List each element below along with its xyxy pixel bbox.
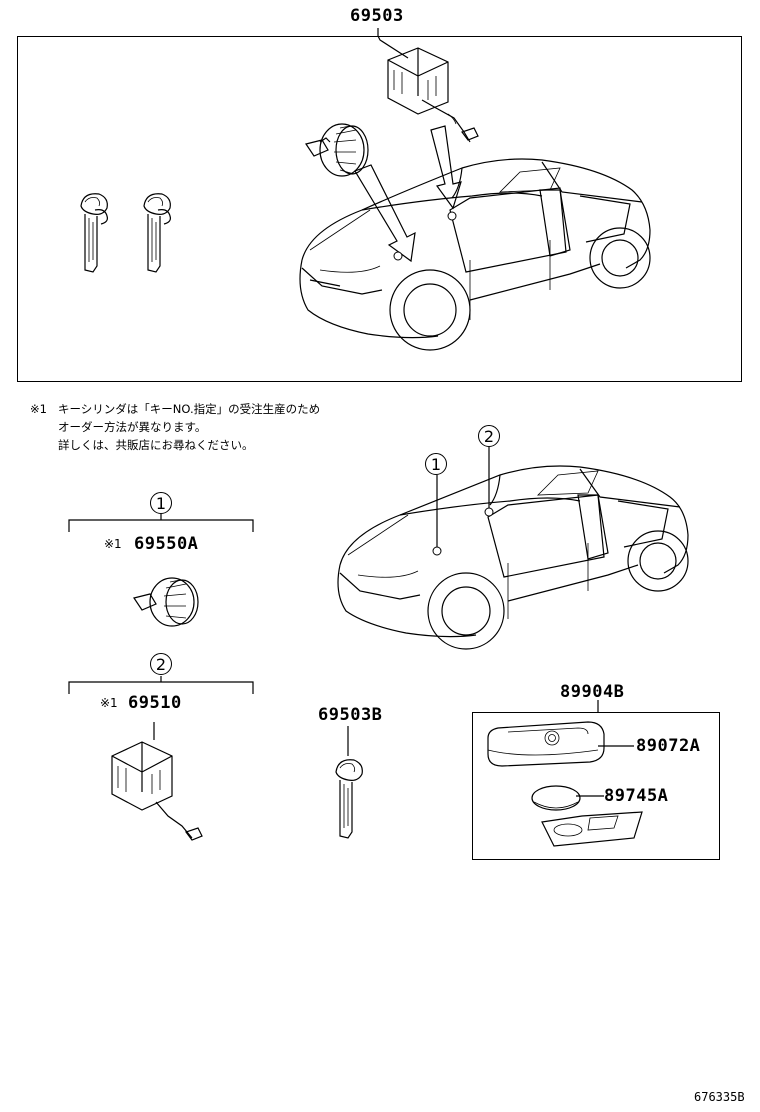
part-number-89745A: 89745A bbox=[604, 786, 669, 806]
callout-1-car: 1 bbox=[425, 453, 447, 475]
battery-leader bbox=[576, 795, 604, 797]
note-mark: ※1 bbox=[30, 402, 47, 416]
callout-2-car: 2 bbox=[478, 425, 500, 447]
key-icon bbox=[80, 193, 108, 273]
key-blank-icon bbox=[335, 726, 363, 839]
group-1-bracket bbox=[68, 514, 254, 532]
part-number-89072A: 89072A bbox=[636, 736, 701, 756]
arrow-to-door-icon bbox=[354, 164, 416, 263]
battery-icon bbox=[531, 785, 581, 811]
ignition-switch-icon bbox=[387, 47, 479, 143]
note-line-3: 詳しくは、共販店にお尋ねください。 bbox=[58, 438, 254, 452]
group-2-bracket bbox=[68, 676, 254, 694]
door-lock-cylinder-icon bbox=[305, 123, 369, 177]
part-number-89904B: 89904B bbox=[560, 682, 625, 702]
top-group-frame bbox=[17, 36, 742, 382]
key-icon bbox=[143, 193, 171, 273]
case-leader bbox=[598, 745, 634, 747]
callout-1-group: 1 bbox=[150, 492, 172, 514]
door-lock-cylinder-icon-2 bbox=[133, 577, 199, 627]
part-number-69550A: 69550A bbox=[134, 534, 199, 554]
group-2-mark: ※1 bbox=[100, 696, 118, 710]
arrow-to-ignition-icon bbox=[430, 125, 462, 210]
smart-key-leader bbox=[597, 700, 599, 712]
top-leader-line bbox=[377, 28, 409, 59]
ignition-switch-icon-2 bbox=[111, 722, 203, 841]
part-number-69503: 69503 bbox=[350, 6, 404, 26]
part-number-69503B: 69503B bbox=[318, 705, 383, 725]
key-case-icon bbox=[487, 721, 605, 767]
diagram-reference-number: 676335B bbox=[694, 1090, 745, 1104]
key-plate-icon bbox=[541, 811, 643, 847]
note-line-1: キーシリンダは「キーNO.指定」の受注生産のため bbox=[58, 402, 321, 416]
note-line-2: オーダー方法が異なります。 bbox=[58, 420, 207, 434]
car-illustration bbox=[299, 158, 651, 351]
group-1-mark: ※1 bbox=[104, 537, 122, 551]
car-illustration-2 bbox=[337, 465, 689, 650]
callout-2-group: 2 bbox=[150, 653, 172, 675]
part-number-69510: 69510 bbox=[128, 693, 182, 713]
smart-key-frame bbox=[472, 712, 720, 860]
